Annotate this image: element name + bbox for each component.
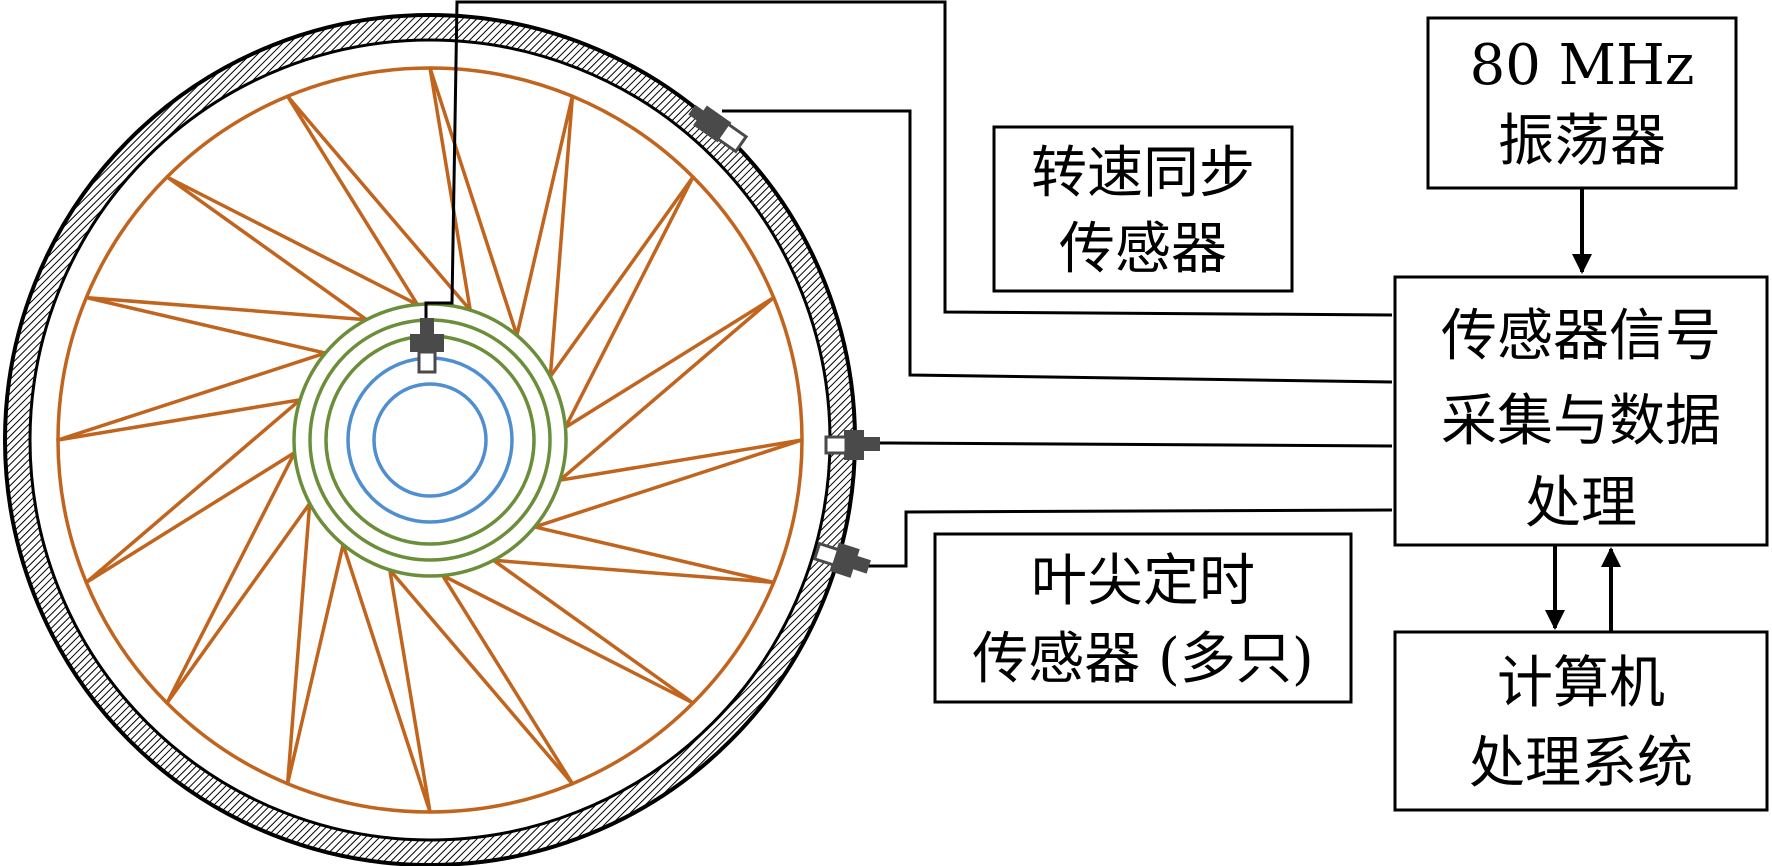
box-oscillator-line-2: 振荡器 — [1498, 109, 1666, 174]
box-speed-sync-sensor-line-1: 转速同步 — [1031, 141, 1255, 206]
box-tip-timing-sensor: 叶尖定时 传感器 (多只) — [933, 532, 1353, 704]
shaft-inner — [372, 382, 488, 498]
box-speed-sync-sensor-line-2: 传感器 — [1059, 217, 1227, 282]
box-computer-line-1: 计算机 — [1497, 651, 1665, 716]
box-computer-frame — [1393, 630, 1769, 812]
sensors — [410, 104, 880, 578]
rotor-blades — [56, 66, 804, 814]
box-acquisition-line-2: 采集与数据 — [1441, 389, 1721, 454]
box-acquisition-frame — [1393, 275, 1769, 547]
wire-tip-sensor-3 — [866, 508, 1393, 568]
signal-wires — [424, 0, 1621, 632]
wire-tip-sensor-2 — [879, 441, 1393, 448]
speed-sync-sensor-probe — [410, 318, 444, 374]
box-oscillator: 80 MHz 振荡器 — [1426, 16, 1738, 190]
box-oscillator-frame — [1426, 16, 1738, 190]
box-tip-timing-sensor-line-1: 叶尖定时 — [1031, 549, 1255, 614]
box-computer-line-2: 处理系统 — [1469, 731, 1693, 796]
wire-tip-sensor-1 — [722, 109, 1393, 384]
box-speed-sync-sensor: 转速同步 传感器 — [992, 125, 1294, 293]
box-computer: 计算机 处理系统 — [1393, 630, 1769, 812]
tip-timing-sensor-probe-2 — [824, 430, 880, 460]
box-tip-timing-sensor-line-2: 传感器 (多只) — [972, 627, 1314, 692]
box-tip-timing-sensor-frame — [933, 532, 1353, 704]
box-acquisition: 传感器信号 采集与数据 处理 — [1393, 275, 1769, 547]
wire-speed-sync — [424, 0, 1393, 320]
tip-timing-sensor-probe-1 — [688, 104, 749, 154]
box-acquisition-line-1: 传感器信号 — [1441, 304, 1721, 369]
rotor-blade — [285, 66, 472, 312]
box-acquisition-line-3: 处理 — [1525, 471, 1637, 536]
tip-timing-sensor-probe-3 — [812, 541, 871, 578]
box-oscillator-line-1: 80 MHz — [1470, 33, 1695, 98]
box-speed-sync-sensor-frame — [992, 125, 1294, 293]
